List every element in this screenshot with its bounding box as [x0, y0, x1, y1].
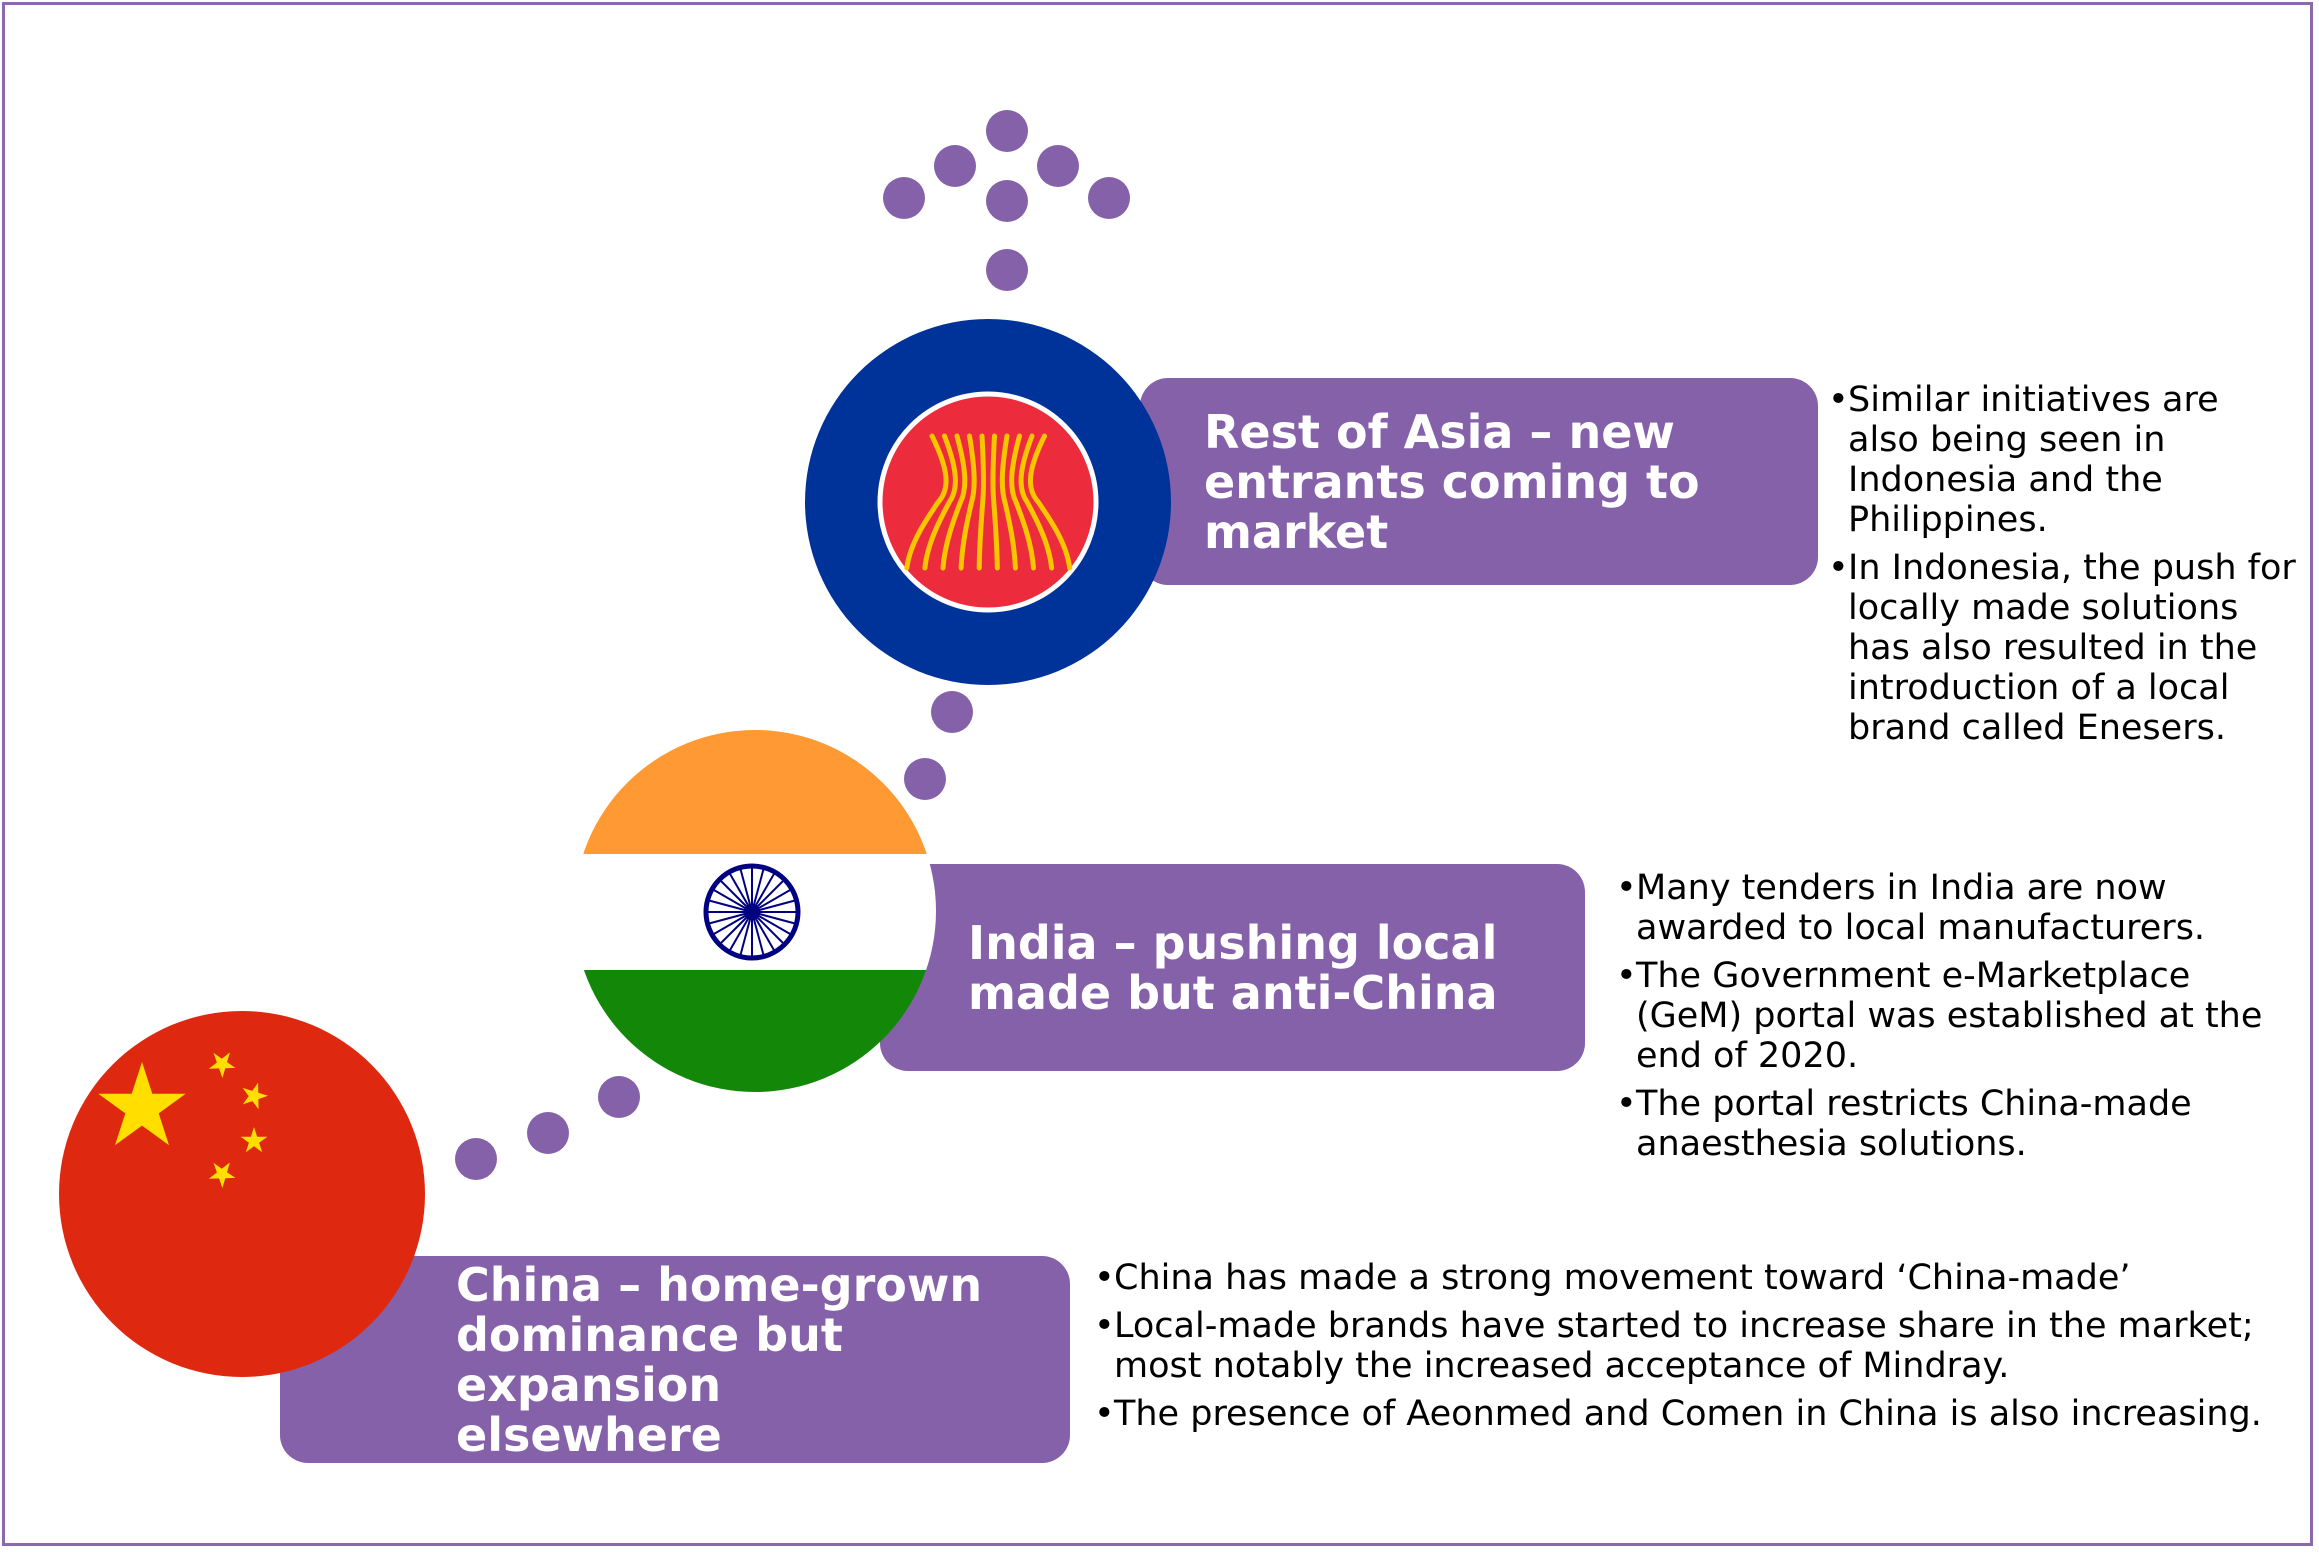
connector-dot	[455, 1138, 497, 1180]
china-bullets: China has made a strong movement toward …	[1094, 1258, 2294, 1442]
india-title: India – pushing local made but anti-Chin…	[968, 918, 1498, 1018]
bullet-item: Many tenders in India are now awarded to…	[1616, 868, 2276, 948]
china-flag-icon	[59, 1011, 425, 1377]
india-flag-icon	[574, 730, 936, 1092]
bullet-item: In Indonesia, the push for locally made …	[1828, 548, 2298, 748]
bullet-item: The presence of Aeonmed and Comen in Chi…	[1094, 1394, 2294, 1434]
rest-of-asia-title: Rest of Asia – new entrants coming to ma…	[1204, 407, 1700, 557]
india-bullets: Many tenders in India are now awarded to…	[1616, 868, 2276, 1172]
bullet-item: Similar initiatives are also being seen …	[1828, 380, 2298, 540]
connector-dot	[1037, 145, 1079, 187]
connector-dot	[883, 177, 925, 219]
india-banner: India – pushing local made but anti-Chin…	[880, 864, 1585, 1071]
china-title-line: dominance but expansion	[456, 1307, 843, 1412]
bullet-item: The Government e-Marketplace (GeM) porta…	[1616, 956, 2276, 1076]
asean-flag-icon	[805, 319, 1171, 685]
connector-dot	[931, 691, 973, 733]
connector-dot	[986, 249, 1028, 291]
connector-dot	[986, 110, 1028, 152]
rest-of-asia-title-line: market	[1204, 504, 1389, 559]
connector-dot	[1088, 177, 1130, 219]
rest-of-asia-title-line: entrants coming to	[1204, 454, 1700, 509]
rest-of-asia-bullets: Similar initiatives are also being seen …	[1828, 380, 2298, 756]
bullet-item: Local-made brands have started to increa…	[1094, 1306, 2294, 1386]
bullet-item: China has made a strong movement toward …	[1094, 1258, 2294, 1298]
rest-of-asia-title-line: Rest of Asia – new	[1204, 404, 1675, 459]
china-title-line: elsewhere	[456, 1407, 722, 1462]
connector-dot	[527, 1112, 569, 1154]
connector-dot	[934, 145, 976, 187]
india-title-line: India – pushing local	[968, 915, 1498, 970]
china-title: China – home-grown dominance but expansi…	[456, 1260, 1070, 1460]
connector-dot	[598, 1076, 640, 1118]
china-banner: China – home-grown dominance but expansi…	[280, 1256, 1070, 1463]
rest-of-asia-banner: Rest of Asia – new entrants coming to ma…	[1140, 378, 1818, 585]
connector-dot	[986, 180, 1028, 222]
connector-dot	[904, 758, 946, 800]
bullet-item: The portal restricts China-made anaesthe…	[1616, 1084, 2276, 1164]
china-title-line: China – home-grown	[456, 1257, 983, 1312]
india-title-line: made but anti-China	[968, 965, 1498, 1020]
